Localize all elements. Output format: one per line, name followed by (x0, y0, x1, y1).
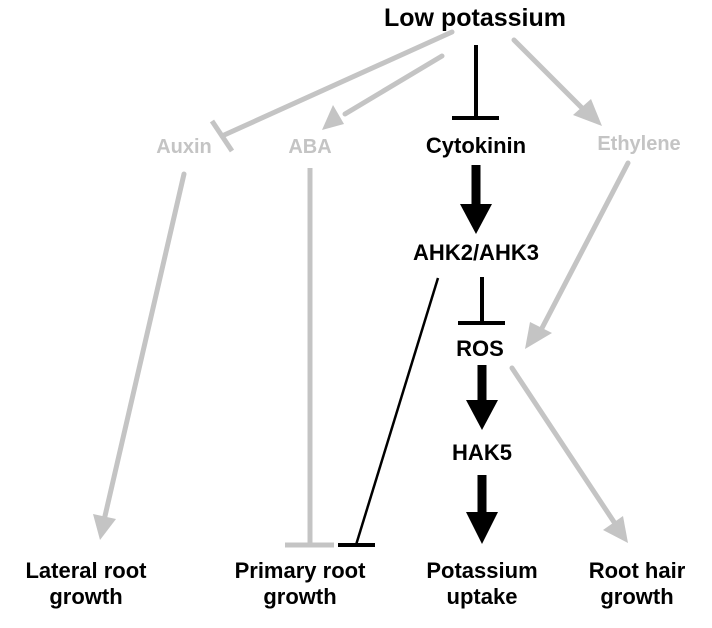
edge-cytokinin-ahk-activation (460, 165, 492, 234)
edge-lowk-ethylene-activation (511, 37, 602, 126)
root-hair-growth-line1: Root hair (588, 558, 686, 583)
root-hair-growth-line2: growth (600, 584, 674, 610)
node-primary-root-growth: Primary root growth (235, 558, 366, 611)
primary-root-growth-line1: Primary root (234, 558, 366, 583)
potassium-uptake-line1: Potassium (426, 558, 538, 583)
edge-ros-root-hair-activation (509, 365, 628, 543)
node-ros: ROS (456, 336, 504, 361)
edge-auxin-lateral-root-activation (93, 171, 187, 540)
edge-lowk-cytokinin-inhibition (452, 45, 499, 120)
node-ahk2-ahk3: AHK2/AHK3 (413, 240, 539, 265)
node-auxin: Auxin (156, 136, 212, 158)
edge-lowk-auxin-inhibition (209, 29, 455, 153)
lateral-root-growth-line2: growth (49, 584, 123, 610)
node-root-hair-growth: Root hair growth (589, 558, 686, 611)
edge-hak5-potassium-uptake-activation (466, 475, 498, 544)
potassium-uptake-line2: uptake (446, 584, 518, 610)
edge-lowk-aba-activation (322, 53, 445, 130)
primary-root-growth-line2: growth (263, 584, 337, 610)
node-cytokinin: Cytokinin (425, 133, 527, 158)
edge-aba-primary-root-inhibition (285, 168, 334, 548)
edge-ros-hak5-activation (466, 365, 498, 430)
lateral-root-growth-line1: Lateral root (25, 558, 147, 583)
node-ethylene: Ethylene (597, 133, 681, 155)
edge-ahk-ros-inhibition (458, 277, 505, 325)
edge-ethylene-ros-activation (525, 160, 631, 349)
node-potassium-uptake: Potassium uptake (426, 558, 537, 611)
node-lateral-root-growth: Lateral root growth (25, 558, 146, 611)
node-hak5: HAK5 (452, 440, 512, 465)
edge-ahk-primary-root-inhibition (338, 277, 440, 547)
node-aba: ABA (288, 136, 332, 158)
node-low-potassium: Low potassium (384, 4, 566, 32)
